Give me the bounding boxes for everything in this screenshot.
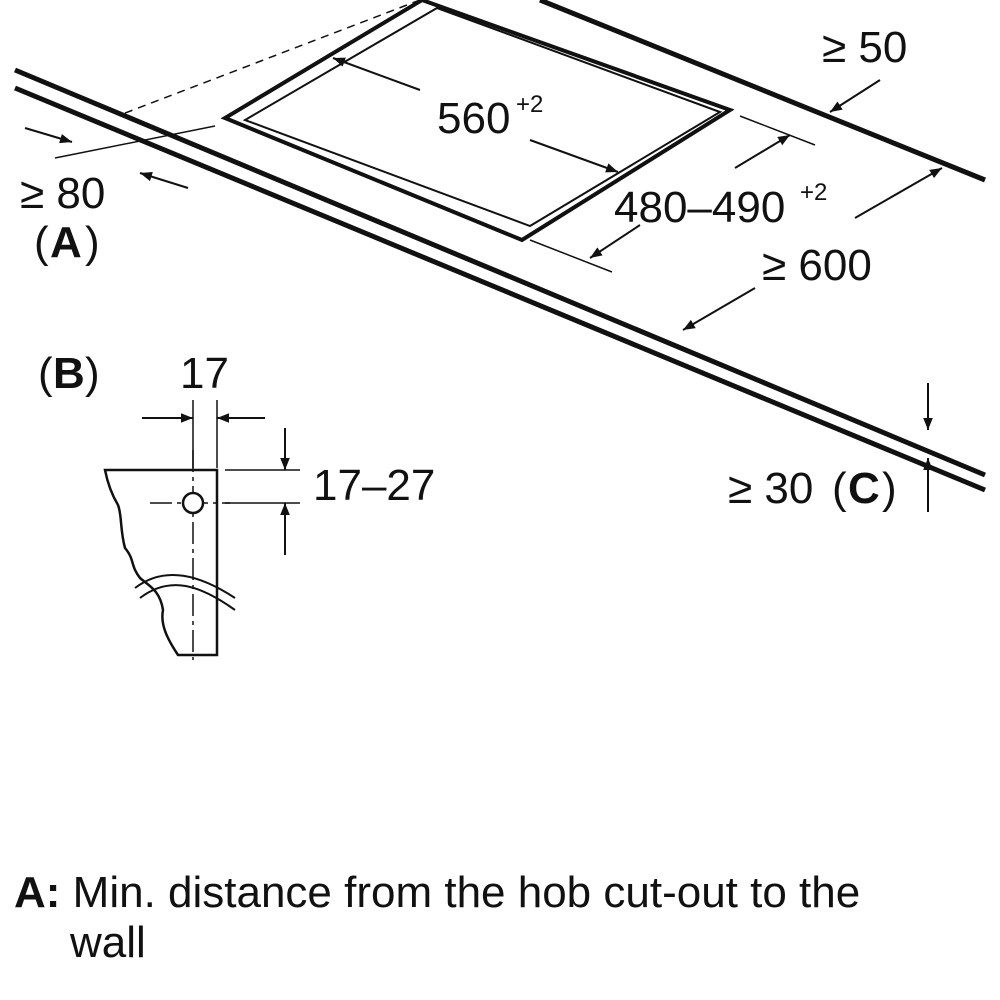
callout-b-open: ( (38, 349, 53, 398)
cutout-depth-extension-bottom (529, 239, 613, 273)
counter-depth-arrow-top (854, 167, 943, 219)
cutout-depth-arrow-bottom (589, 224, 641, 259)
cutout-depth-extension-top (739, 115, 816, 146)
cutout-width-arrow-right (529, 139, 619, 173)
callout-c-letter: C (848, 464, 880, 513)
side-gap-extension (54, 125, 216, 159)
cutout-width-label: 560 (437, 94, 510, 143)
callout-b-letter: B (53, 349, 85, 398)
edge-height-label: 17–27 (313, 461, 435, 510)
side-gap-label: ≥ 80 (20, 169, 105, 218)
side-gap-arrow-right (139, 171, 189, 189)
worktop-section-profile (103, 468, 236, 657)
counter-depth-arrow-bottom (682, 287, 756, 331)
cutout-depth-arrow-top (734, 134, 791, 169)
back-gap-label: ≥ 50 (822, 23, 907, 72)
counter-depth-label: ≥ 600 (762, 241, 872, 290)
hob-cutout (220, 0, 735, 243)
callout-c-close: ) (882, 464, 897, 513)
caption-text-line2: wall (70, 918, 146, 967)
cutout-width-arrow-left (332, 57, 421, 91)
caption-text-line1: Min. distance from the hob cut-out to th… (72, 868, 861, 917)
back-gap-arrow (829, 79, 881, 113)
hole-symbol (181, 491, 205, 515)
callout-a-letter: A (50, 218, 82, 267)
side-gap-arrow-left (24, 127, 73, 144)
cutout-depth-tolerance: +2 (800, 179, 827, 206)
caption-key: A: (14, 868, 61, 917)
worktop-back-edge (539, 0, 986, 183)
callout-c-open: ( (832, 464, 847, 513)
callout-a-close: ) (85, 218, 100, 267)
caption: A: Min. distance from the hob cut-out to… (14, 868, 974, 968)
thickness-label: ≥ 30 (728, 464, 813, 513)
worktop-front-edge (14, 67, 986, 493)
wall-dashed-line (119, 0, 421, 116)
callout-b-close: ) (85, 349, 100, 398)
cutout-width-tolerance: +2 (516, 91, 543, 118)
cutout-depth-label: 480–490 (614, 183, 785, 232)
callout-a-open: ( (34, 218, 49, 267)
edge-width-label: 17 (180, 349, 229, 398)
